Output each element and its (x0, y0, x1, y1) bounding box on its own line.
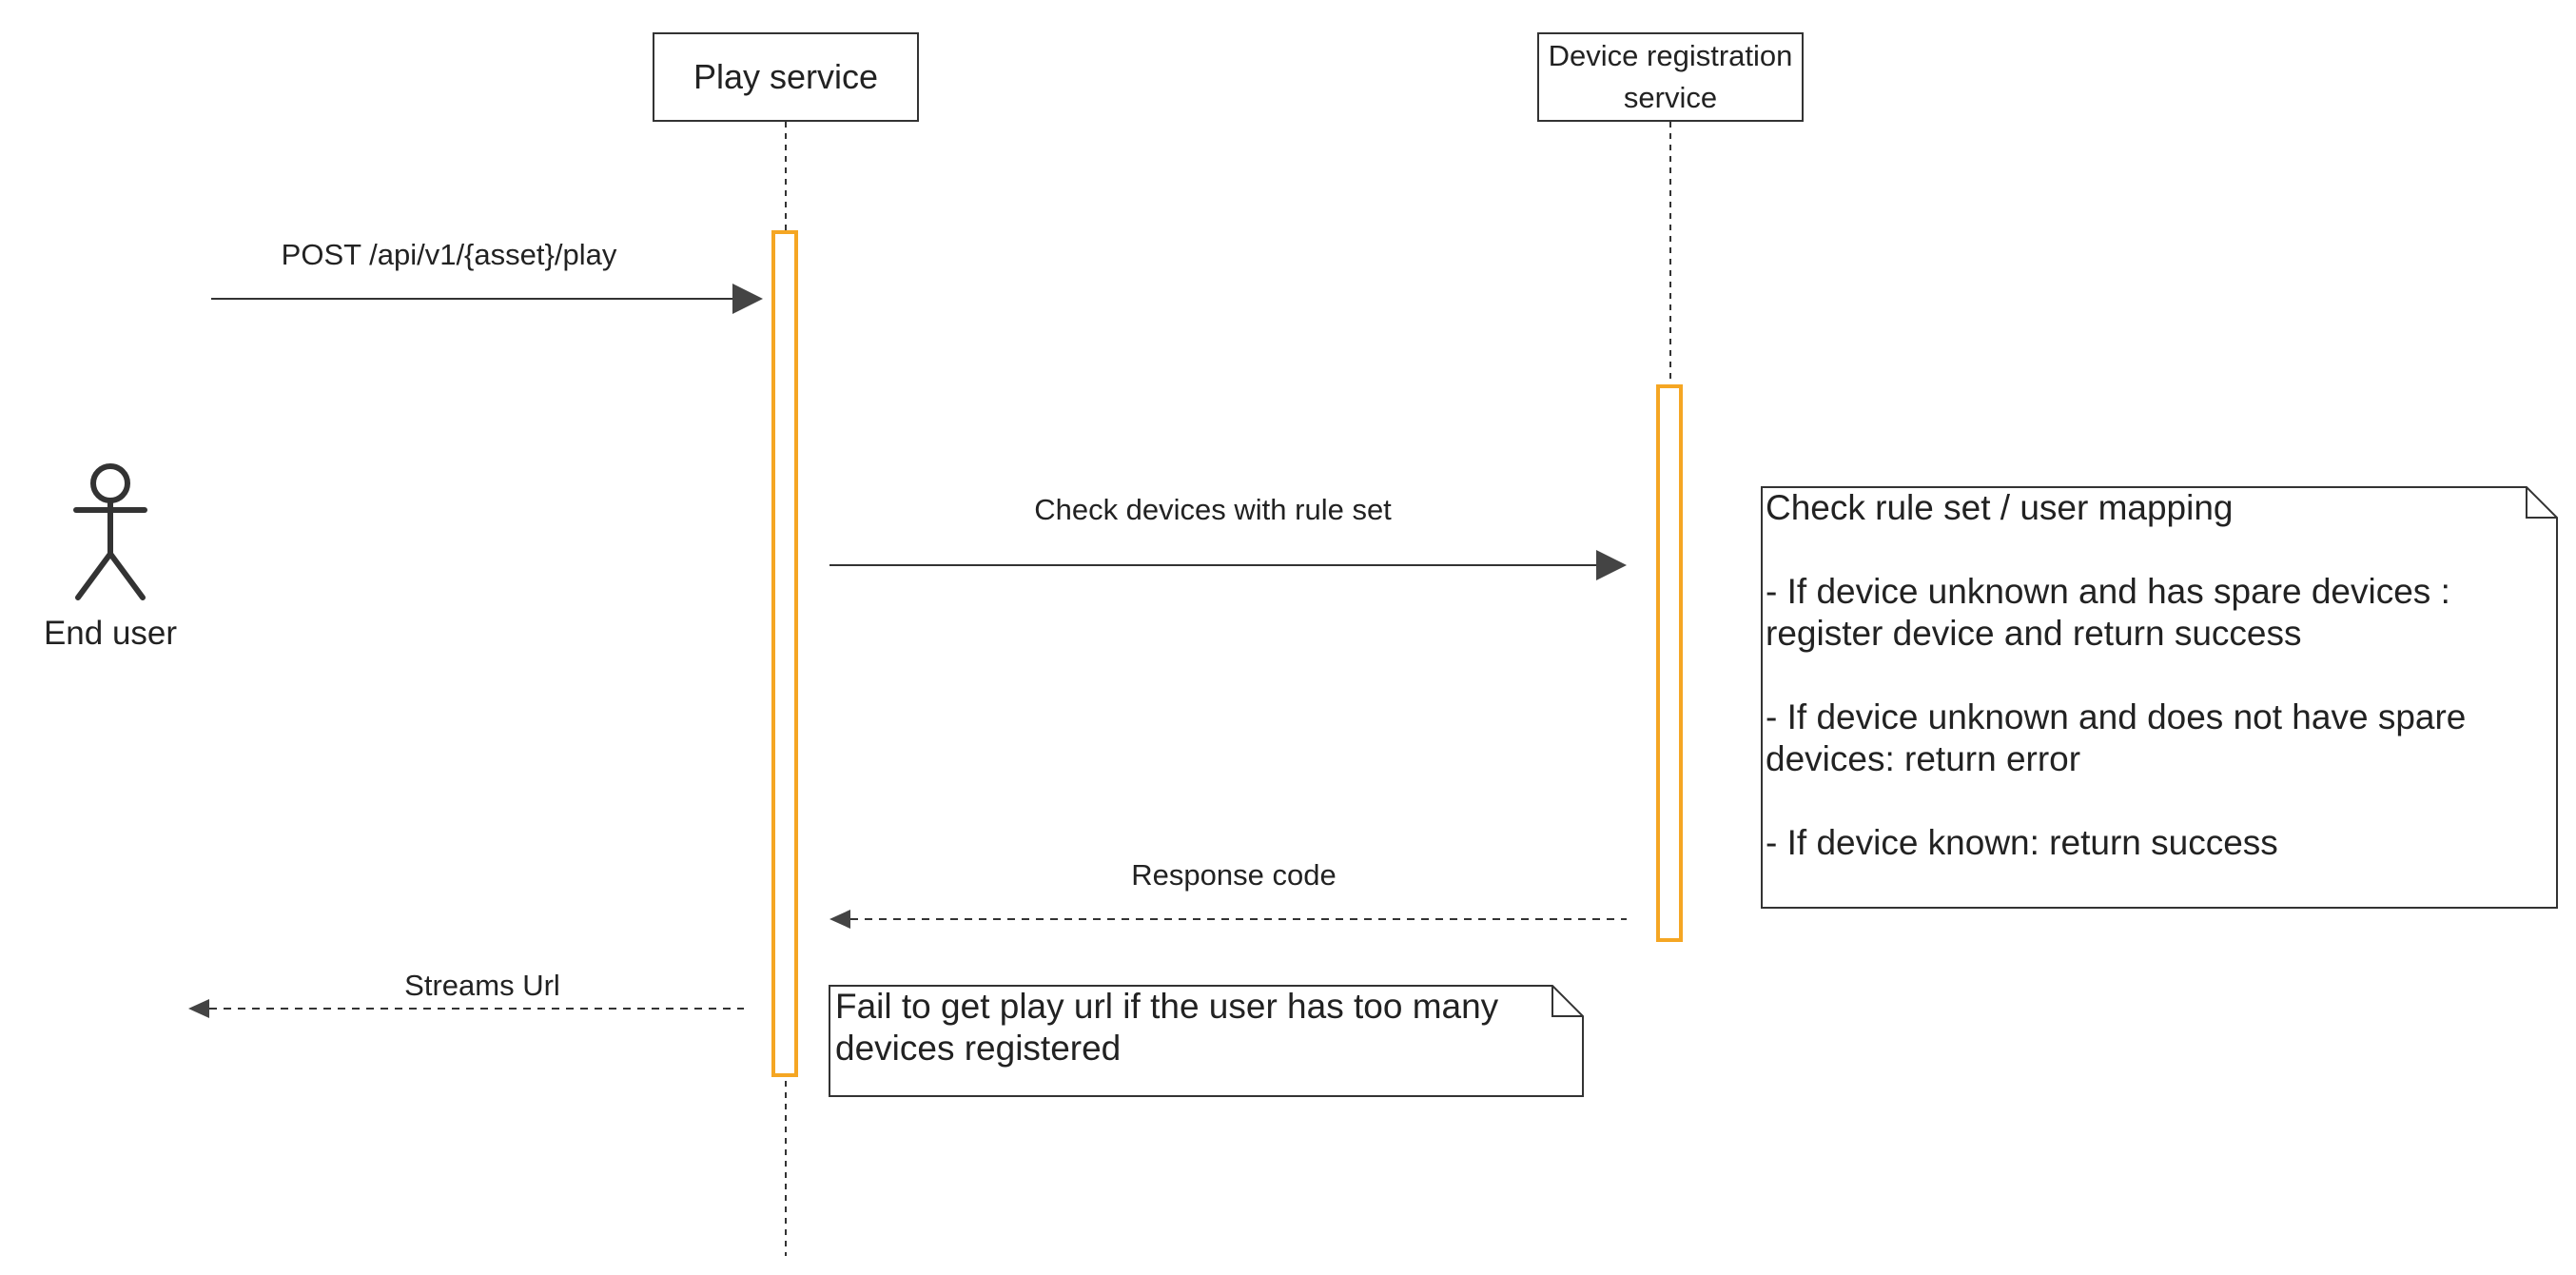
play-service-activation (771, 230, 798, 1077)
rules-note-line: Check rule set / user mapping (1766, 488, 2234, 527)
post-message-label: POST /api/v1/{asset}/play (281, 238, 617, 271)
rules-note-line (1766, 780, 2527, 822)
streams-arrowhead (188, 999, 209, 1018)
fail-note-fold (1551, 986, 1583, 1017)
response-arrowhead (829, 910, 850, 929)
rules-note: Check rule set / user mapping - If devic… (1766, 487, 2527, 864)
fail-note-text: Fail to get play url if the user has too… (835, 987, 1499, 1068)
response-message-label: Response code (1131, 858, 1337, 892)
device-registration-activation (1656, 384, 1683, 942)
rules-note-line (1766, 529, 2527, 571)
check-message-label: Check devices with rule set (1034, 493, 1392, 526)
check-arrowhead (1596, 550, 1627, 580)
rules-note-line (1766, 655, 2527, 696)
end-user-actor-icon (73, 463, 147, 600)
rules-note-line: - If device unknown and does not have sp… (1766, 697, 2467, 778)
play-service-label: Play service (693, 57, 879, 96)
rules-note-line: - If device known: return success (1766, 823, 2278, 862)
play-service-participant: Play service (653, 32, 919, 122)
end-user-label: End user (43, 615, 178, 652)
rules-note-shape (1761, 486, 2558, 909)
device-registration-label: Device registration service (1548, 39, 1793, 114)
device-registration-participant: Device registration service (1537, 32, 1804, 122)
streams-message-label: Streams Url (404, 969, 560, 1002)
rules-note-line: - If device unknown and has spare device… (1766, 572, 2450, 653)
rules-note-fold (2526, 487, 2557, 519)
fail-note-shape (829, 985, 1584, 1097)
post-arrowhead (732, 284, 763, 314)
fail-note: Fail to get play url if the user has too… (835, 986, 1539, 1069)
